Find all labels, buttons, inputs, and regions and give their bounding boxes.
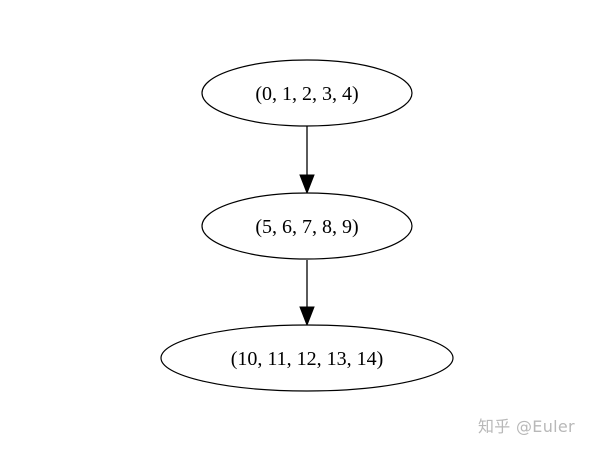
node-label: (0, 1, 2, 3, 4) [255, 83, 358, 105]
node-ellipse [201, 192, 413, 260]
arrowhead-icon [299, 174, 315, 195]
node-label: (10, 11, 12, 13, 14) [231, 348, 384, 370]
node-label: (5, 6, 7, 8, 9) [255, 216, 358, 238]
watermark: 知乎 @Euler [478, 417, 575, 436]
node-tuple-5-9: (5, 6, 7, 8, 9) [201, 192, 413, 260]
edge-n0-n1 [299, 126, 315, 195]
edge-n1-n2 [299, 260, 315, 327]
arrowhead-icon [299, 306, 315, 327]
node-ellipse [201, 59, 413, 127]
node-tuple-0-4: (0, 1, 2, 3, 4) [201, 59, 413, 127]
node-ellipse [160, 324, 454, 392]
node-tuple-10-14: (10, 11, 12, 13, 14) [160, 324, 454, 392]
